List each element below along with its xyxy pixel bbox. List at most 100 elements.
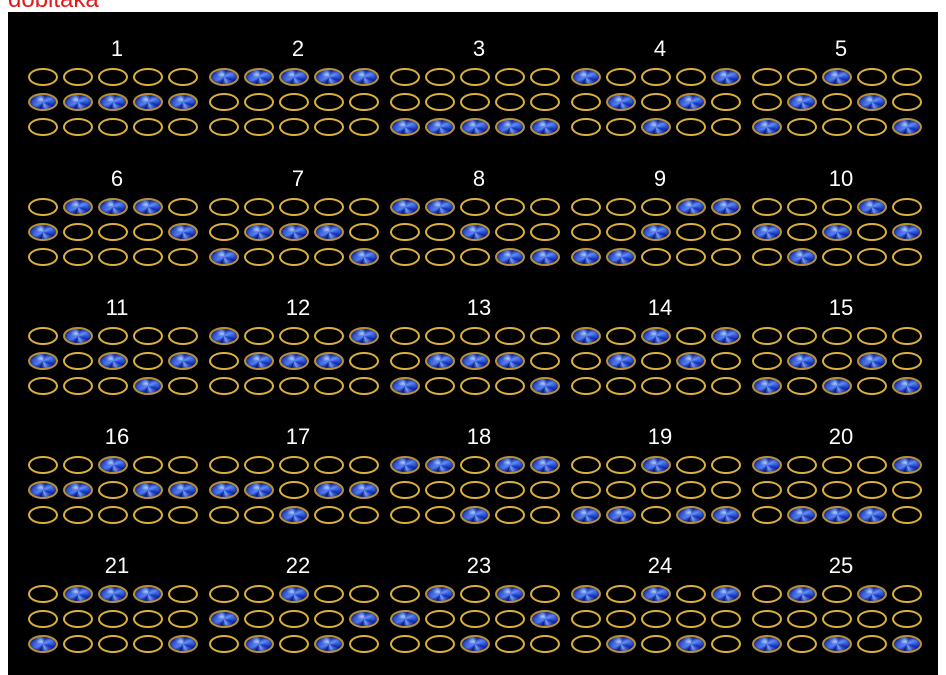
empty-slot-ring-icon <box>244 377 274 395</box>
empty-slot-ring-icon <box>168 506 198 524</box>
gem-marker-icon <box>63 585 93 603</box>
empty-slot-ring-icon <box>279 610 309 628</box>
empty-slot-ring-icon <box>606 377 636 395</box>
empty-slot-ring-icon <box>349 352 379 370</box>
empty-slot-ring-icon <box>425 93 455 111</box>
empty-slot-ring-icon <box>168 118 198 136</box>
gem-marker-icon <box>752 456 782 474</box>
empty-slot-ring-icon <box>822 198 852 216</box>
gem-marker-icon <box>752 635 782 653</box>
gem-marker-icon <box>857 585 887 603</box>
payline-25: 25 <box>751 554 931 664</box>
gem-marker-icon <box>495 118 525 136</box>
gem-marker-icon <box>63 93 93 111</box>
payline-pattern <box>389 585 569 647</box>
gem-marker-icon <box>279 223 309 241</box>
empty-slot-ring-icon <box>98 68 128 86</box>
gem-marker-icon <box>425 198 455 216</box>
gem-marker-icon <box>244 635 274 653</box>
gem-marker-icon <box>209 610 239 628</box>
payline-number: 21 <box>27 554 207 578</box>
empty-slot-ring-icon <box>28 118 58 136</box>
empty-slot-ring-icon <box>390 248 420 266</box>
empty-slot-ring-icon <box>63 377 93 395</box>
payline-number: 2 <box>208 37 388 61</box>
empty-slot-ring-icon <box>390 481 420 499</box>
empty-slot-ring-icon <box>571 377 601 395</box>
empty-slot-ring-icon <box>676 248 706 266</box>
payline-pattern <box>389 68 569 130</box>
payline-number: 8 <box>389 167 569 191</box>
gem-marker-icon <box>787 248 817 266</box>
empty-slot-ring-icon <box>133 248 163 266</box>
gem-marker-icon <box>892 223 922 241</box>
empty-slot-ring-icon <box>28 610 58 628</box>
empty-slot-ring-icon <box>390 68 420 86</box>
empty-slot-ring-icon <box>857 635 887 653</box>
payline-number: 13 <box>389 296 569 320</box>
gem-marker-icon <box>530 248 560 266</box>
empty-slot-ring-icon <box>530 68 560 86</box>
empty-slot-ring-icon <box>279 481 309 499</box>
gem-marker-icon <box>98 456 128 474</box>
gem-marker-icon <box>495 456 525 474</box>
payline-number: 6 <box>27 167 207 191</box>
empty-slot-ring-icon <box>641 93 671 111</box>
gem-marker-icon <box>314 635 344 653</box>
payline-22: 22 <box>208 554 388 664</box>
empty-slot-ring-icon <box>495 506 525 524</box>
gem-marker-icon <box>571 506 601 524</box>
payline-6: 6 <box>27 167 207 277</box>
payline-12: 12 <box>208 296 388 406</box>
empty-slot-ring-icon <box>530 223 560 241</box>
gem-marker-icon <box>711 327 741 345</box>
empty-slot-ring-icon <box>606 68 636 86</box>
empty-slot-ring-icon <box>98 223 128 241</box>
empty-slot-ring-icon <box>425 248 455 266</box>
empty-slot-ring-icon <box>133 456 163 474</box>
empty-slot-ring-icon <box>676 223 706 241</box>
gem-marker-icon <box>711 68 741 86</box>
empty-slot-ring-icon <box>495 68 525 86</box>
gem-marker-icon <box>133 93 163 111</box>
empty-slot-ring-icon <box>892 481 922 499</box>
payline-number: 1 <box>27 37 207 61</box>
empty-slot-ring-icon <box>349 506 379 524</box>
empty-slot-ring-icon <box>460 456 490 474</box>
empty-slot-ring-icon <box>168 68 198 86</box>
payline-pattern <box>208 327 388 389</box>
gem-marker-icon <box>857 506 887 524</box>
empty-slot-ring-icon <box>28 327 58 345</box>
empty-slot-ring-icon <box>390 635 420 653</box>
payline-pattern <box>27 198 207 260</box>
gem-marker-icon <box>28 635 58 653</box>
empty-slot-ring-icon <box>571 223 601 241</box>
empty-slot-ring-icon <box>425 635 455 653</box>
empty-slot-ring-icon <box>133 352 163 370</box>
gem-marker-icon <box>460 635 490 653</box>
payline-17: 17 <box>208 425 388 535</box>
payline-15: 15 <box>751 296 931 406</box>
empty-slot-ring-icon <box>752 93 782 111</box>
gem-marker-icon <box>63 198 93 216</box>
empty-slot-ring-icon <box>606 223 636 241</box>
empty-slot-ring-icon <box>168 198 198 216</box>
payline-14: 14 <box>570 296 750 406</box>
empty-slot-ring-icon <box>571 352 601 370</box>
payline-number: 15 <box>751 296 931 320</box>
gem-marker-icon <box>244 223 274 241</box>
empty-slot-ring-icon <box>857 610 887 628</box>
empty-slot-ring-icon <box>460 610 490 628</box>
payline-pattern <box>751 327 931 389</box>
empty-slot-ring-icon <box>676 585 706 603</box>
empty-slot-ring-icon <box>711 352 741 370</box>
empty-slot-ring-icon <box>28 198 58 216</box>
empty-slot-ring-icon <box>495 610 525 628</box>
gem-marker-icon <box>676 198 706 216</box>
empty-slot-ring-icon <box>711 248 741 266</box>
empty-slot-ring-icon <box>711 118 741 136</box>
gem-marker-icon <box>425 585 455 603</box>
gem-marker-icon <box>530 377 560 395</box>
empty-slot-ring-icon <box>530 93 560 111</box>
empty-slot-ring-icon <box>98 635 128 653</box>
